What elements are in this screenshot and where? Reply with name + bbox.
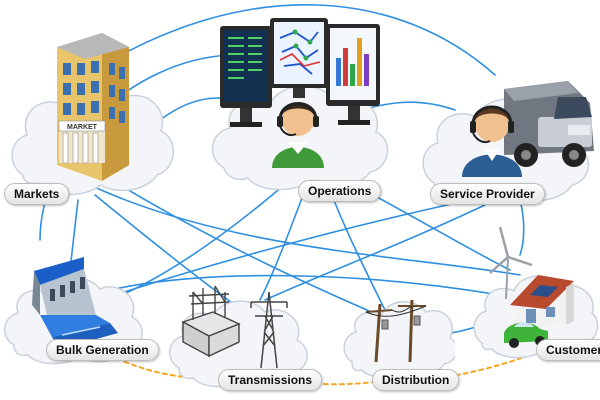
link-service-customer xyxy=(519,199,525,256)
transmissions-label[interactable]: Transmissions xyxy=(218,369,323,391)
link-operations-distribution xyxy=(329,189,391,321)
monitors-icon xyxy=(220,18,380,127)
link-markets-distribution xyxy=(119,184,391,321)
wind-turbine-icon xyxy=(489,226,533,300)
operator-icon xyxy=(272,102,324,168)
markets-node: MARKET xyxy=(11,33,175,196)
markets-label[interactable]: Markets xyxy=(4,183,70,205)
service-truck-icon xyxy=(504,81,594,167)
link-customer-bulk xyxy=(109,274,501,296)
link-service-bulk xyxy=(99,199,471,301)
distribution-label[interactable]: Distribution xyxy=(372,369,460,391)
link-operations-bulk xyxy=(109,179,291,301)
link-markets-customer xyxy=(89,184,521,276)
bulk-generation-label[interactable]: Bulk Generation xyxy=(46,339,159,361)
power-transmissions-distribution xyxy=(299,381,376,386)
customer-label[interactable]: Customer xyxy=(536,339,600,361)
customer-node xyxy=(473,226,599,359)
link-operations-transmissions xyxy=(259,189,306,301)
electric-car-icon xyxy=(504,322,548,348)
cloud xyxy=(343,301,455,378)
link-markets-service xyxy=(94,4,496,76)
utility-poles-icon xyxy=(365,299,427,363)
link-markets-bulk xyxy=(69,199,79,271)
service-provider-node xyxy=(422,81,594,204)
transmissions-node xyxy=(169,285,308,388)
house-icon xyxy=(510,275,574,329)
distribution-node xyxy=(343,299,455,378)
operations-node xyxy=(211,18,389,191)
link-markets-transmissions xyxy=(94,194,236,306)
service-provider-label[interactable]: Service Provider xyxy=(430,183,545,205)
transmission-tower-icon xyxy=(250,291,288,369)
technician-icon xyxy=(462,105,522,177)
link-service-transmissions xyxy=(264,204,486,301)
substation-icon xyxy=(181,285,241,358)
cloud xyxy=(211,85,389,191)
market-sign: MARKET xyxy=(67,124,98,131)
dam-icon xyxy=(32,257,118,349)
market-building-icon: MARKET xyxy=(57,33,129,181)
operations-label[interactable]: Operations xyxy=(298,180,382,202)
